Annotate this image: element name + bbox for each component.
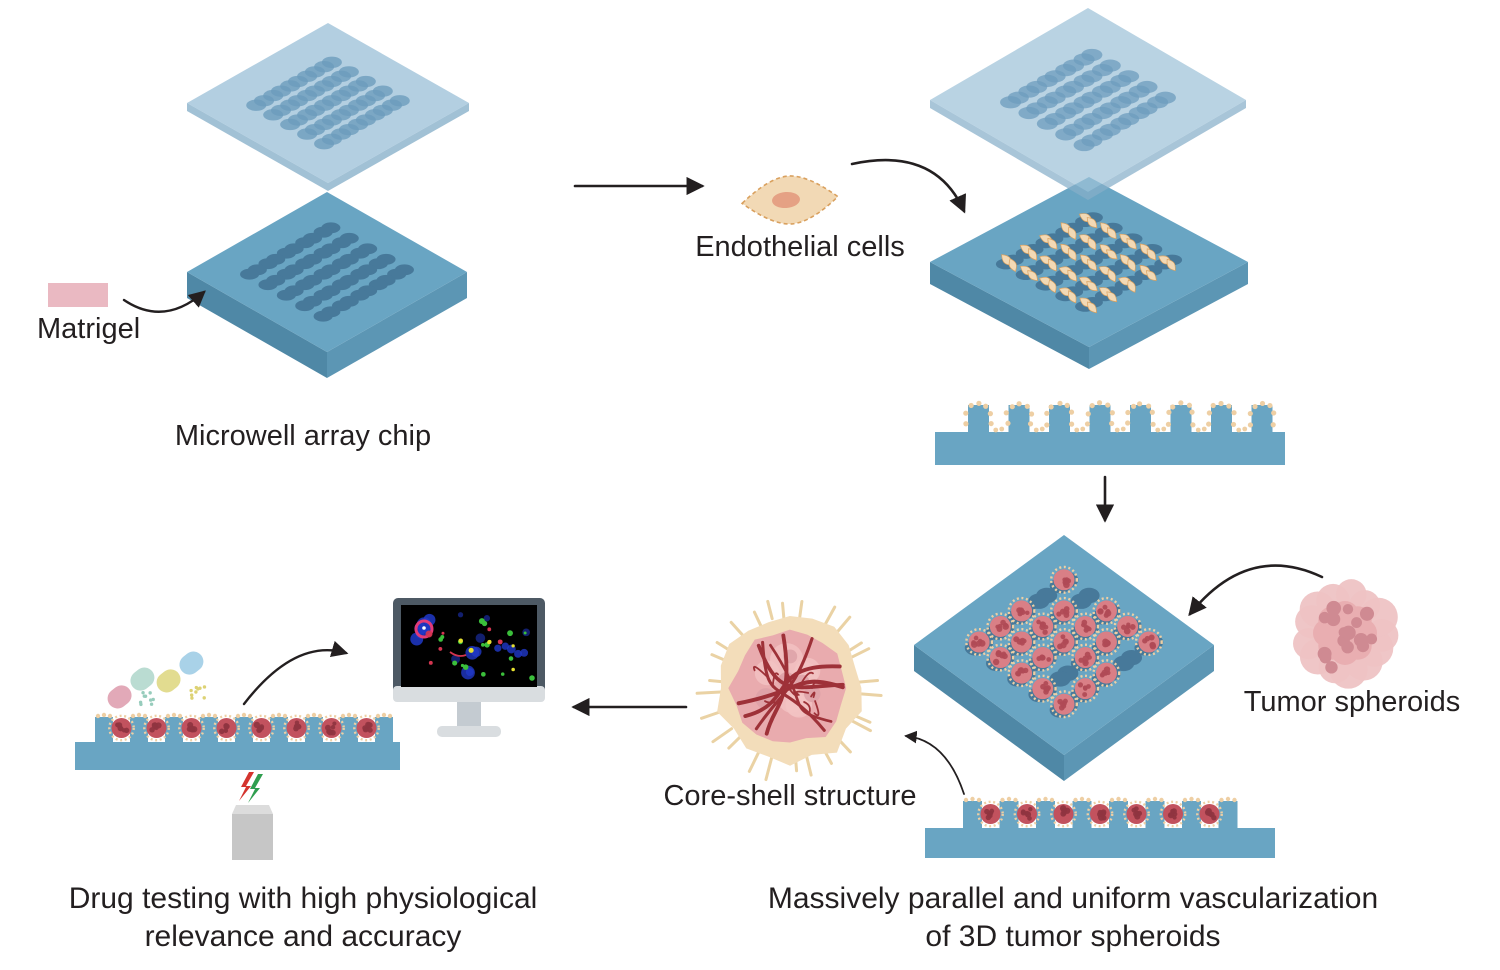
endothelial-seeded-chip	[930, 8, 1248, 369]
core-shell-label: Core-shell structure	[663, 780, 917, 812]
endothelial-cells-label: Endothelial cells	[695, 231, 905, 263]
microwell-chip-label: Microwell array chip	[174, 420, 432, 452]
bolt-red-icon	[239, 772, 254, 801]
cross-section-with-spheroids	[925, 796, 1275, 858]
electrode-block-icon	[232, 772, 273, 860]
cross-section-drug-testing	[75, 712, 400, 770]
drug-testing-caption: Drug testing with high physiological rel…	[69, 880, 538, 956]
monitor-icon	[393, 598, 545, 737]
drug-testing-line2: relevance and accuracy	[144, 920, 462, 953]
core-shell-spheroid-icon	[695, 599, 883, 782]
microwell-chip-assembly	[187, 23, 469, 378]
endothelial-cell-icon	[740, 173, 839, 228]
cross-section-endothelial-coated	[935, 400, 1285, 465]
vascularization-line2: of 3D tumor spheroids	[925, 920, 1221, 953]
flow-arrows	[122, 158, 1324, 795]
bolt-green-icon	[248, 774, 263, 803]
matrigel-swatch	[48, 283, 108, 307]
vascularization-caption: Massively parallel and uniform vasculari…	[768, 880, 1378, 956]
capsule-icon	[156, 651, 204, 693]
drug-capsules-icon	[107, 651, 207, 709]
tumor-spheroid-icon	[1293, 579, 1399, 689]
vascularization-line1: Massively parallel and uniform vasculari…	[767, 882, 1379, 915]
capsule-icon	[107, 667, 155, 709]
tumor-spheroid-chip	[914, 535, 1214, 781]
tumor-spheroids-label: Tumor spheroids	[1243, 686, 1461, 718]
matrigel-label: Matrigel	[37, 313, 141, 345]
drug-testing-line1: Drug testing with high physiological	[68, 882, 538, 915]
